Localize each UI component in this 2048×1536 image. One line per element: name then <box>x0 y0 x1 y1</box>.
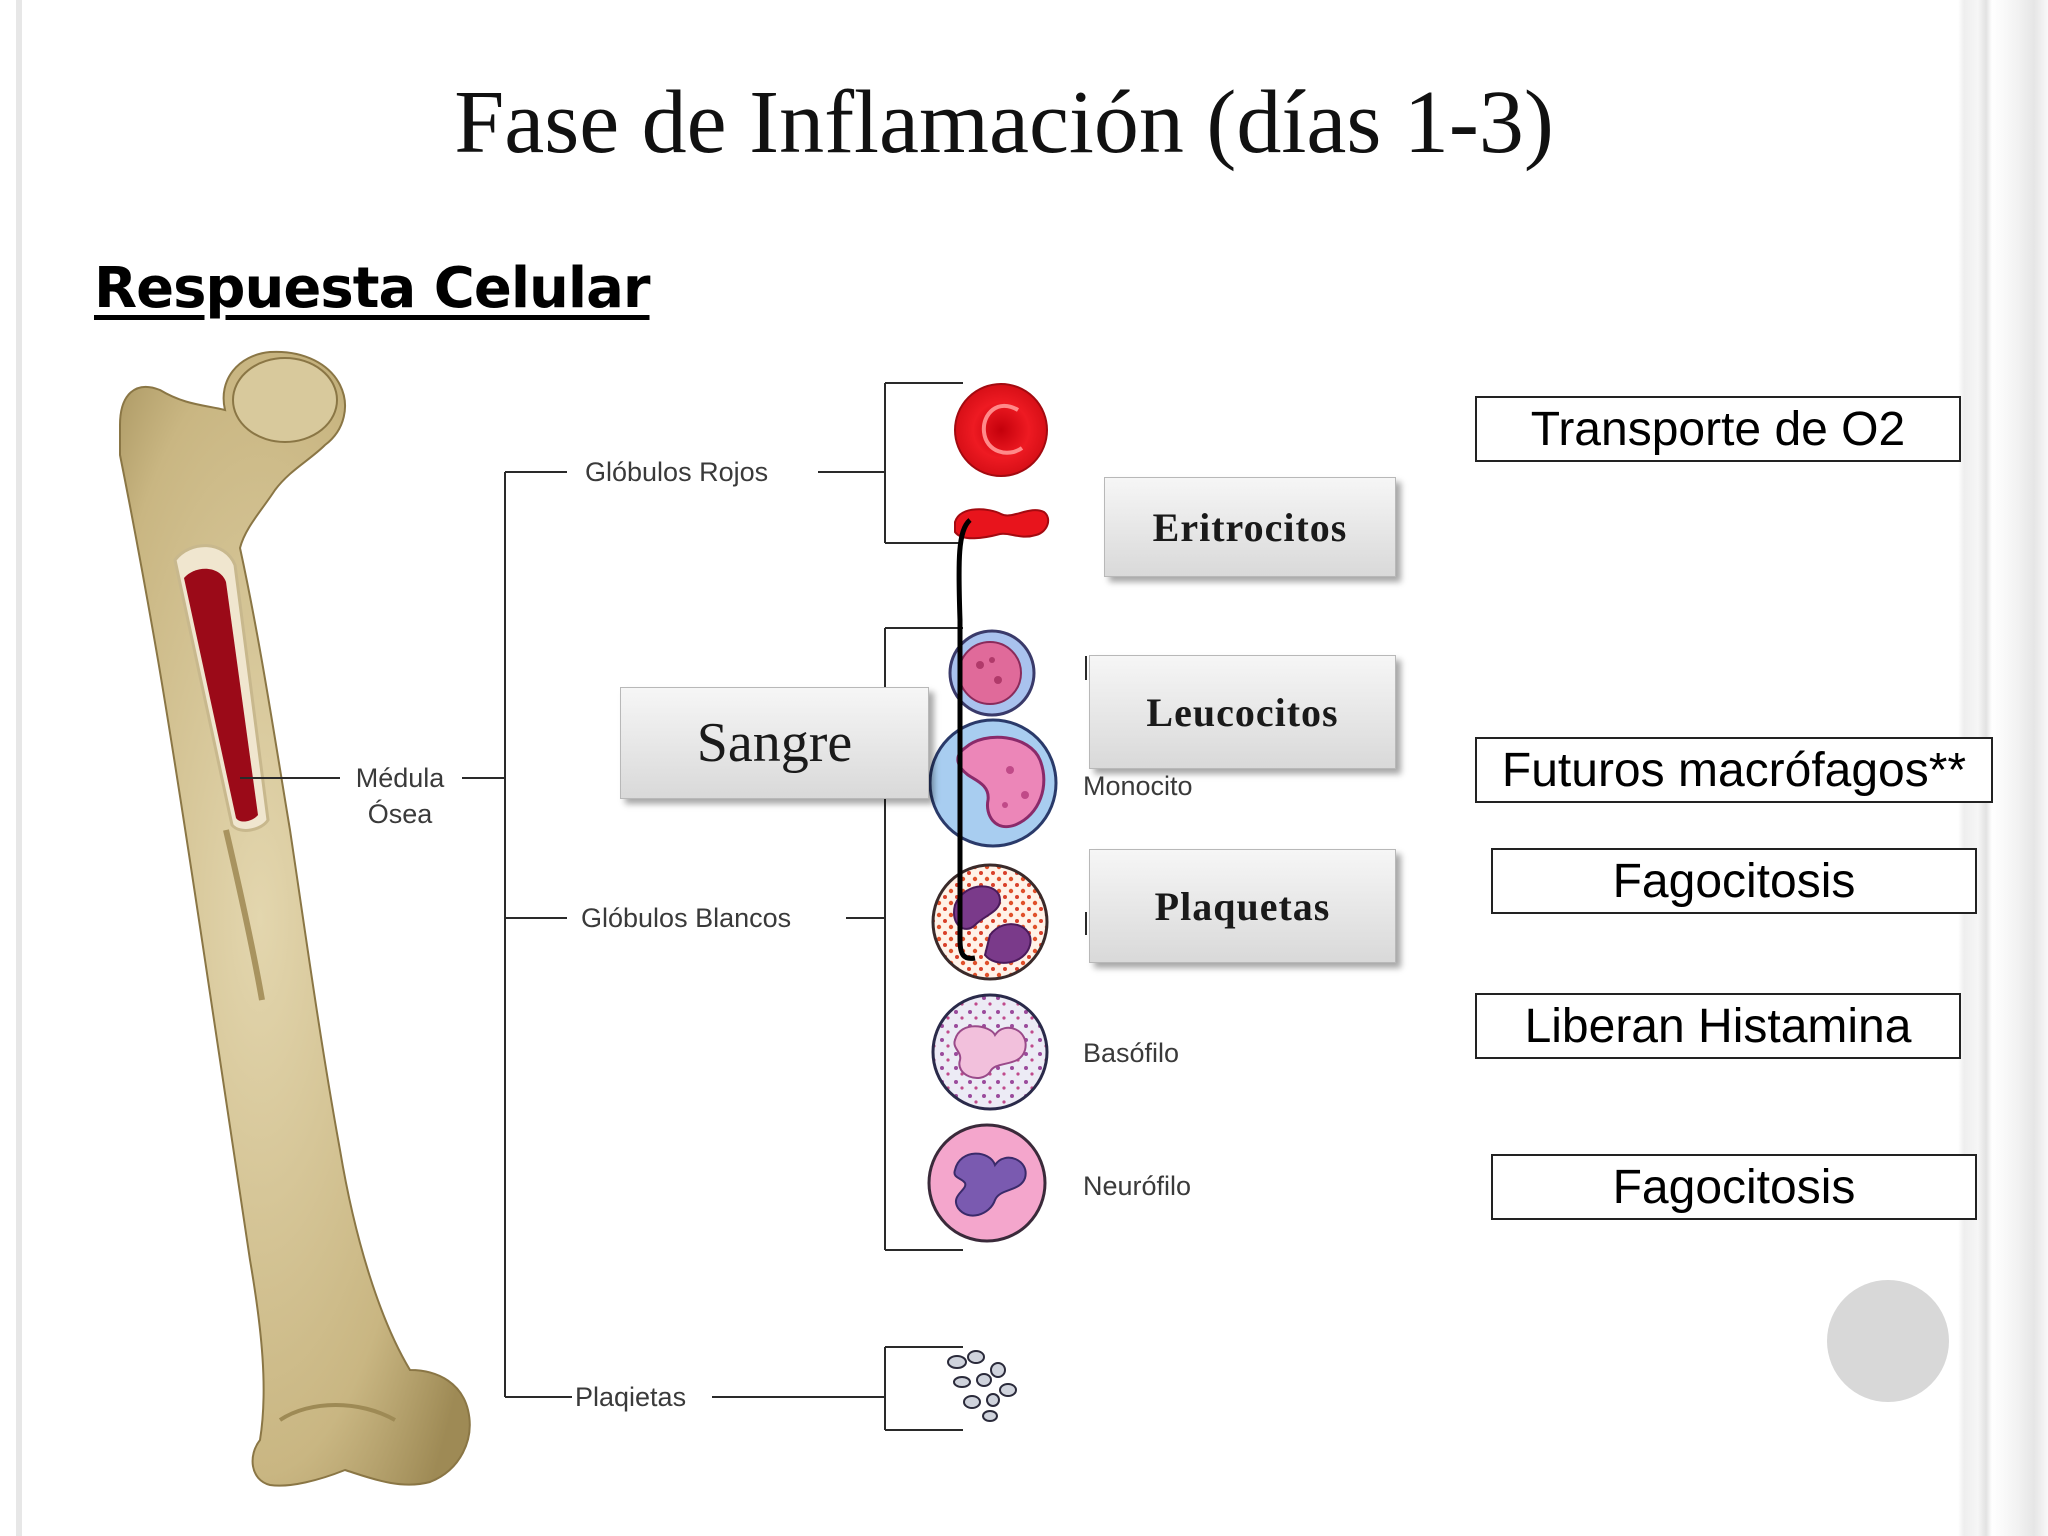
femur-bone-illustration <box>119 350 471 1487</box>
cell-label-neutrophil: Neurófilo <box>1083 1171 1191 1201</box>
slide-title: Fase de Inflamación (días 1-3) <box>454 73 1554 172</box>
basophil-icon <box>931 993 1049 1111</box>
cell-label-monocyte: Monocito <box>1083 771 1193 801</box>
platelets-icon <box>947 1350 1017 1422</box>
branch-label-white-cells: Glóbulos Blancos <box>581 903 791 933</box>
function-box-futuros-macrofagos: Futuros macrófagos** <box>1475 737 1993 803</box>
eosinophil-icon <box>931 863 1049 981</box>
branch-label-platelets: Plaqietas <box>575 1382 686 1412</box>
erythrocyte-icon <box>954 383 1048 477</box>
neutrophil-icon <box>927 1123 1047 1243</box>
function-box-fagocitosis-1: Fagocitosis <box>1491 848 1977 914</box>
slide-nav-circle[interactable] <box>1827 1280 1949 1402</box>
callout-plaquetas: Plaquetas <box>1089 849 1396 963</box>
erythrocyte-side-icon <box>954 508 1050 540</box>
cell-label-basophil: Basófilo <box>1083 1038 1179 1068</box>
monocyte-icon <box>928 718 1058 848</box>
grouping-bracket <box>956 518 976 961</box>
branch-label-red-cells: Glóbulos Rojos <box>585 457 768 487</box>
callout-eritrocitos: Eritrocitos <box>1104 477 1396 577</box>
callout-sangre: Sangre <box>620 687 929 799</box>
page-border-left <box>0 0 26 1536</box>
lymphocyte-icon <box>948 629 1036 717</box>
root-label-osea: Ósea <box>368 798 434 829</box>
function-box-liberan-histamina: Liberan Histamina <box>1475 993 1961 1059</box>
function-box-transporte-o2: Transporte de O2 <box>1475 396 1961 462</box>
diagram-tree-lines <box>240 382 1087 1431</box>
section-heading: Respuesta Celular <box>94 256 650 321</box>
callout-leucocitos: Leucocitos <box>1089 655 1396 769</box>
function-box-fagocitosis-2: Fagocitosis <box>1491 1154 1977 1220</box>
root-label-medula: Médula <box>356 763 446 793</box>
